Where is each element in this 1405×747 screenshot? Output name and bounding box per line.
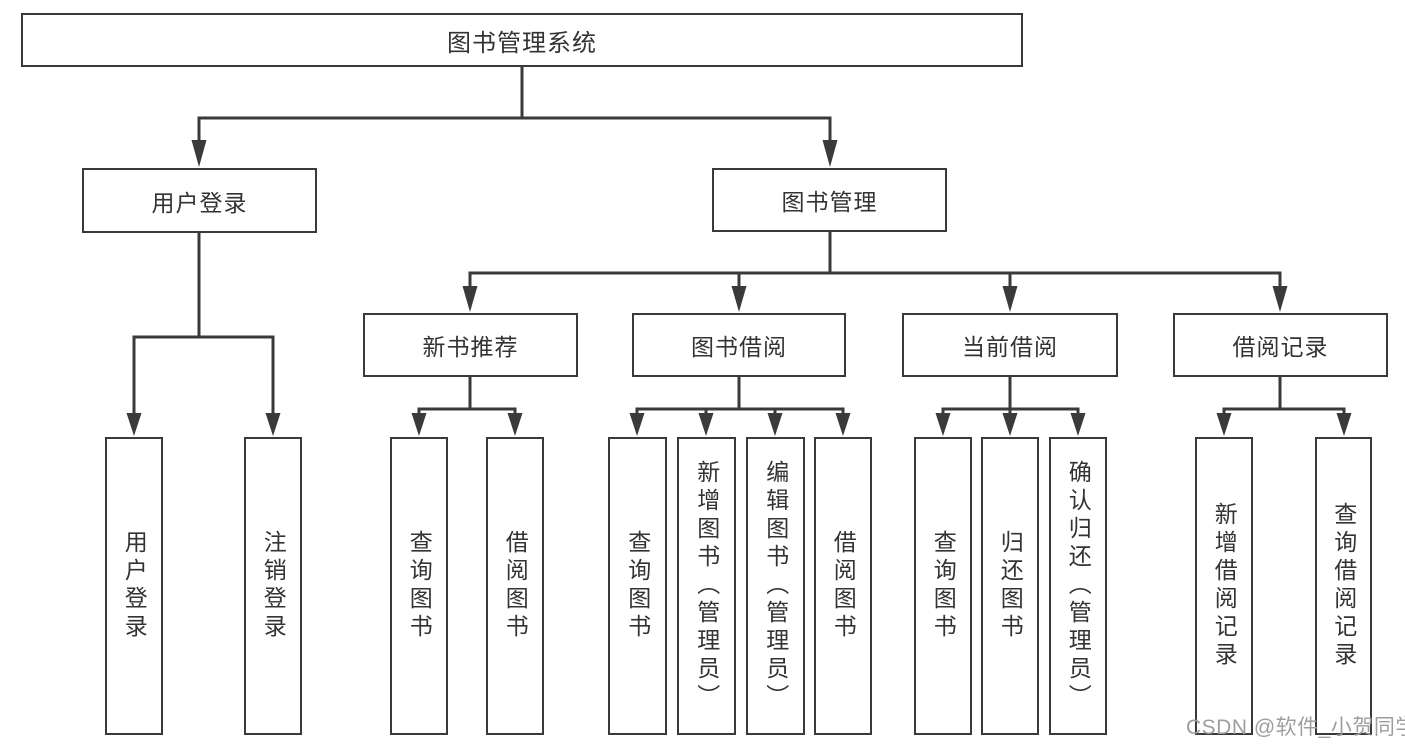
leaf-nb-query-books: 查询图书 bbox=[390, 437, 448, 735]
leaf-cb-return-books-label: 归还图书 bbox=[997, 530, 1024, 642]
leaf-cb-return-books: 归还图书 bbox=[981, 437, 1039, 735]
leaf-br-query-record: 查询借阅记录 bbox=[1315, 437, 1372, 735]
node-book-borrow-label: 图书借阅 bbox=[691, 334, 787, 360]
node-user-login-label: 用户登录 bbox=[151, 189, 248, 216]
leaf-logout-label: 注销登录 bbox=[260, 530, 287, 642]
node-user-login: 用户登录 bbox=[82, 168, 317, 233]
node-borrow-records-label: 借阅记录 bbox=[1232, 334, 1329, 360]
leaf-bb-borrow-books-label: 借阅图书 bbox=[830, 530, 857, 642]
leaf-bb-add-books-admin: 新增图书（管理员） bbox=[677, 437, 736, 735]
leaf-logout: 注销登录 bbox=[244, 437, 302, 735]
leaf-cb-query-books: 查询图书 bbox=[914, 437, 972, 735]
node-book-mgmt: 图书管理 bbox=[712, 168, 947, 232]
arrowheads bbox=[126, 140, 1352, 436]
leaf-br-add-record: 新增借阅记录 bbox=[1195, 437, 1253, 735]
leaf-br-add-record-label: 新增借阅记录 bbox=[1211, 502, 1238, 670]
leaf-user-login: 用户登录 bbox=[105, 437, 163, 735]
leaf-bb-query-books: 查询图书 bbox=[608, 437, 667, 735]
leaf-cb-query-books-label: 查询图书 bbox=[930, 530, 957, 642]
leaf-bb-edit-books-admin: 编辑图书（管理员） bbox=[746, 437, 805, 735]
node-current-borrow: 当前借阅 bbox=[902, 313, 1118, 377]
leaf-br-query-record-label: 查询借阅记录 bbox=[1330, 502, 1357, 670]
leaf-bb-borrow-books: 借阅图书 bbox=[814, 437, 872, 735]
node-borrow-records: 借阅记录 bbox=[1173, 313, 1388, 377]
leaf-nb-borrow-books: 借阅图书 bbox=[486, 437, 544, 735]
leaf-cb-confirm-return-admin-label: 确认归还（管理员） bbox=[1065, 460, 1092, 712]
node-new-book-rec-label: 新书推荐 bbox=[422, 334, 519, 360]
node-current-borrow-label: 当前借阅 bbox=[962, 334, 1058, 360]
leaf-nb-borrow-books-label: 借阅图书 bbox=[502, 530, 529, 642]
leaf-user-login-label: 用户登录 bbox=[121, 530, 148, 642]
node-new-book-rec: 新书推荐 bbox=[363, 313, 578, 377]
leaf-nb-query-books-label: 查询图书 bbox=[406, 530, 433, 642]
node-book-mgmt-label: 图书管理 bbox=[781, 189, 878, 215]
leaf-bb-query-books-label: 查询图书 bbox=[624, 530, 651, 642]
csdn-watermark: CSDN @软件_小贺同学 bbox=[1186, 716, 1405, 739]
node-root-label: 图书管理系统 bbox=[447, 29, 597, 57]
leaf-bb-edit-books-admin-label: 编辑图书（管理员） bbox=[762, 460, 789, 712]
node-book-borrow: 图书借阅 bbox=[632, 313, 846, 377]
node-root: 图书管理系统 bbox=[21, 13, 1023, 67]
leaf-bb-add-books-admin-label: 新增图书（管理员） bbox=[693, 460, 720, 712]
leaf-cb-confirm-return-admin: 确认归还（管理员） bbox=[1049, 437, 1107, 735]
